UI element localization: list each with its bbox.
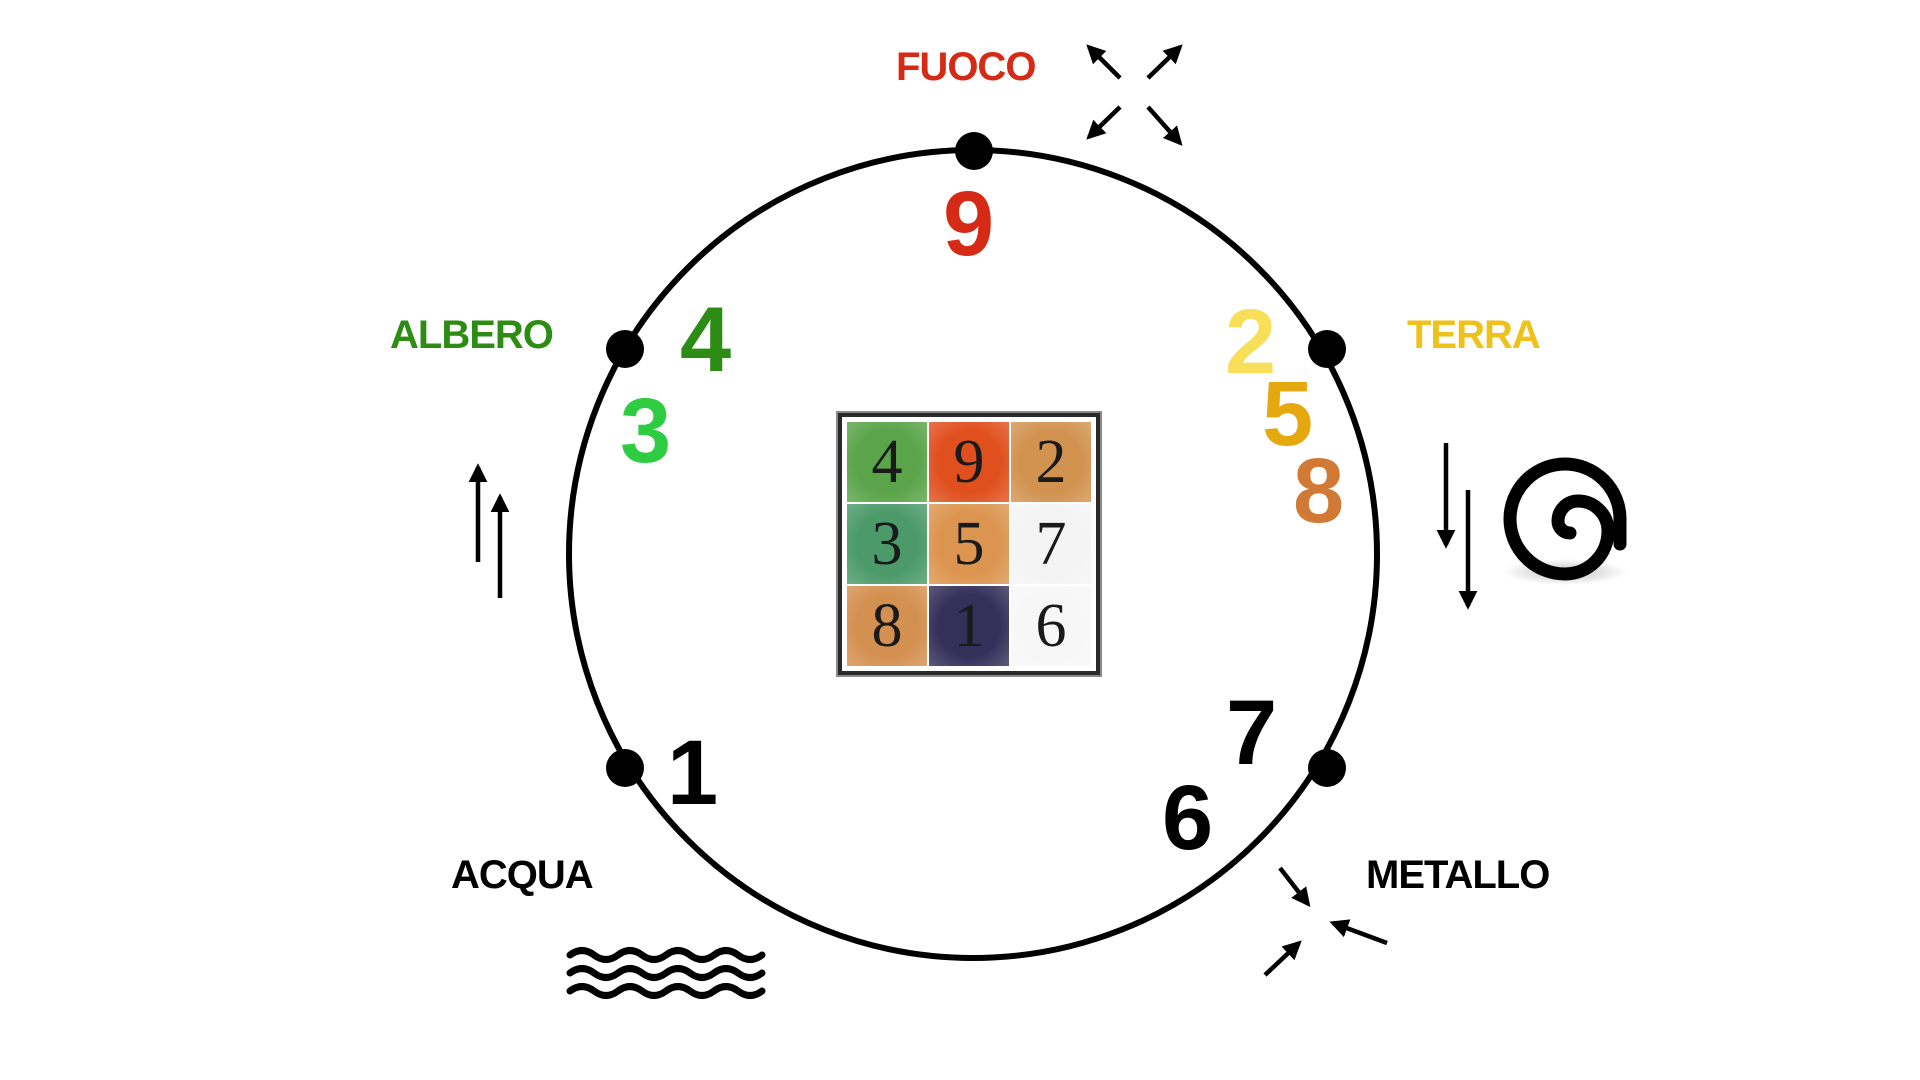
node-terra	[1308, 330, 1346, 368]
number-albero-4: 4	[680, 289, 732, 391]
square-cell: 7	[1011, 504, 1091, 584]
square-cell: 6	[1011, 586, 1091, 666]
square-cell: 2	[1011, 422, 1091, 502]
number-acqua-1: 1	[667, 722, 719, 824]
square-cell: 9	[929, 422, 1009, 502]
upward-arrows-icon	[468, 463, 510, 598]
spiral-icon	[1503, 457, 1627, 585]
node-fuoco	[955, 132, 993, 170]
square-cell: 5	[929, 504, 1009, 584]
number-fuoco-9: 9	[943, 173, 995, 275]
square-cell: 8	[847, 586, 927, 666]
label-fuoco: FUOCO	[896, 45, 1036, 89]
waves-icon	[566, 947, 766, 999]
downward-arrows-icon	[1436, 443, 1478, 610]
number-albero-3: 3	[620, 380, 672, 482]
square-cell: 4	[847, 422, 927, 502]
node-acqua	[606, 749, 644, 787]
number-terra-5: 5	[1262, 363, 1314, 465]
converging-arrows-icon	[1263, 866, 1388, 977]
node-albero	[606, 330, 644, 368]
square-cell: 1	[929, 586, 1009, 666]
label-terra: TERRA	[1407, 313, 1541, 357]
square-cell: 3	[847, 504, 927, 584]
lo-shu-square: 4 9 2 3 5 7 8 1 6	[836, 411, 1102, 677]
label-metallo: METALLO	[1366, 853, 1550, 897]
expanding-arrows-icon	[1086, 44, 1183, 146]
number-metallo-6: 6	[1162, 767, 1214, 869]
label-acqua: ACQUA	[451, 853, 594, 897]
number-terra-8: 8	[1293, 440, 1345, 542]
number-terra-2: 2	[1225, 291, 1277, 393]
label-albero: ALBERO	[390, 313, 554, 357]
node-metallo	[1308, 749, 1346, 787]
number-metallo-7: 7	[1226, 682, 1278, 784]
